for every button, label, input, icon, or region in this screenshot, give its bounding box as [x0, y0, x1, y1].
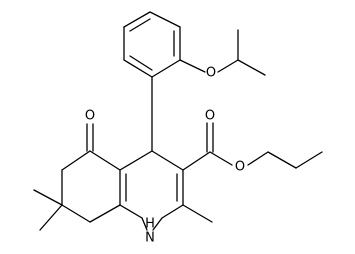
- bond: [61, 204, 91, 223]
- bond: [217, 59, 239, 73]
- benzene-ring: [123, 11, 181, 78]
- bond-double-inner: [129, 18, 151, 32]
- cyclohexanone-ring: [33, 123, 121, 231]
- bond: [89, 204, 121, 223]
- isopropoxy-group: [179, 29, 266, 76]
- bond: [247, 151, 269, 166]
- bond-double-inner: [129, 55, 153, 71]
- bond: [267, 151, 297, 169]
- ester-alkoxy-oxygen-label: O: [235, 160, 245, 175]
- bond: [61, 150, 91, 171]
- bond: [123, 59, 153, 78]
- bond: [295, 151, 323, 169]
- bond: [151, 59, 181, 78]
- bond: [141, 217, 148, 231]
- bond: [209, 151, 233, 166]
- dihydropyridine-ring: [119, 76, 184, 219]
- bond: [33, 189, 63, 206]
- bond: [123, 11, 151, 28]
- nitrogen-hydrogen-label: H: [145, 217, 155, 232]
- atom-labels: O O O O N H: [85, 66, 245, 246]
- bond: [149, 11, 181, 28]
- bond: [182, 204, 213, 223]
- bond: [119, 150, 153, 171]
- ring-methyl: [182, 204, 213, 223]
- ring-nitrogen-label: N: [145, 231, 155, 246]
- bond: [39, 204, 63, 231]
- bond: [119, 204, 143, 219]
- ester-carbonyl-oxygen-label: O: [205, 109, 215, 124]
- bond: [152, 217, 163, 231]
- ether-oxygen-label: O: [206, 66, 216, 81]
- bond: [182, 151, 211, 171]
- ketone-oxygen-label: O: [85, 109, 95, 124]
- bond: [161, 204, 184, 219]
- propyl-ester-group: [182, 122, 323, 171]
- bond: [151, 150, 184, 171]
- bond: [237, 59, 266, 76]
- bond: [179, 59, 206, 73]
- bond: [89, 150, 121, 171]
